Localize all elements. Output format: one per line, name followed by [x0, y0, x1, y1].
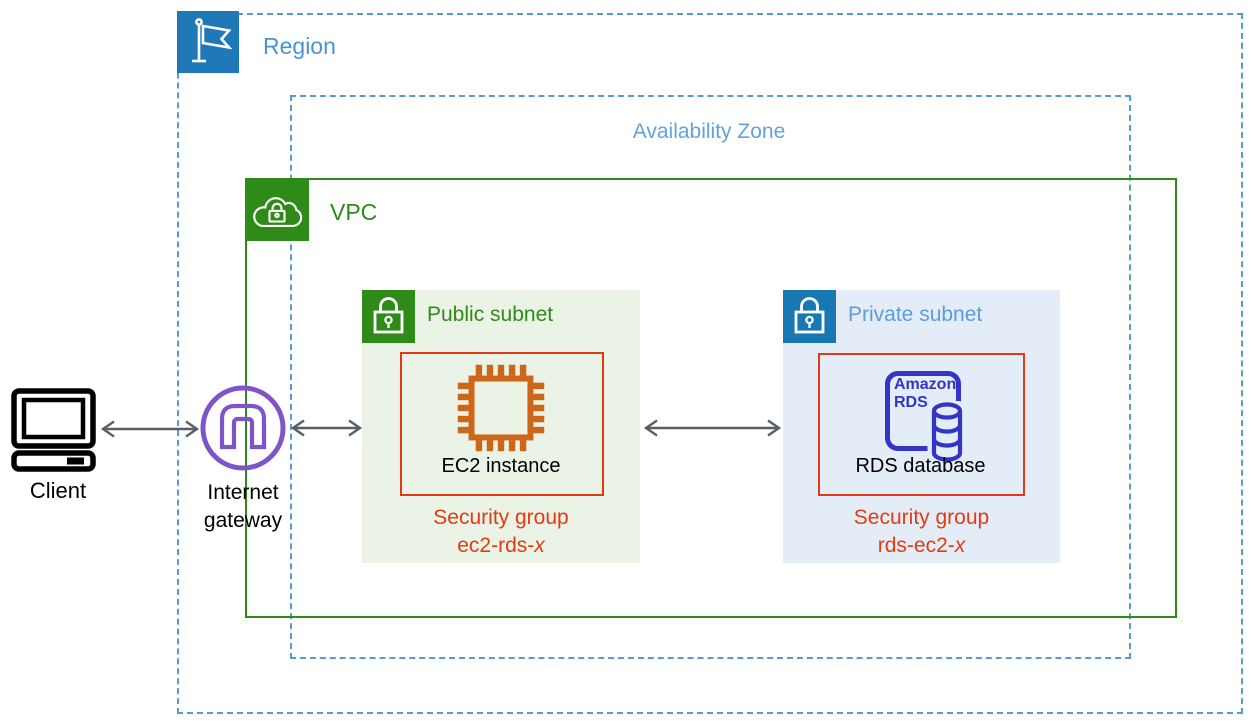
- rds-database-icon: Amazon RDS: [885, 371, 967, 465]
- private-subnet-lock-icon: [783, 290, 836, 343]
- region-label: Region: [263, 33, 336, 59]
- rds-security-group-box: [818, 353, 1025, 496]
- rds-database-label: RDS database: [855, 455, 986, 477]
- vpc-label: VPC: [330, 199, 378, 225]
- igw-public-subnet-arrow: [289, 417, 364, 444]
- availability-zone-boundary: [290, 95, 1131, 659]
- internet-gateway-label: Internet gateway: [203, 481, 283, 532]
- public-subnet-label: Public subnet: [427, 303, 554, 326]
- client-label: Client: [29, 478, 87, 503]
- ec2-rds-arrow: [641, 417, 784, 444]
- region-flag-icon: [177, 11, 239, 73]
- client-igw-arrow: [98, 418, 202, 445]
- ec2-chip-icon: [455, 362, 547, 459]
- ec2-security-group-box: [400, 352, 604, 496]
- rds-security-group-label: Security group rds-ec2-x: [783, 504, 1060, 560]
- security-group-line1: Security group: [853, 506, 990, 529]
- internet-gateway-icon: [200, 385, 286, 471]
- availability-zone-label: Availability Zone: [632, 120, 786, 143]
- private-subnet-label: Private subnet: [848, 303, 983, 326]
- ec2-instance-label: EC2 instance: [441, 455, 561, 477]
- security-group-name: ec2-rds-x: [457, 534, 545, 557]
- database-cylinder-icon: [927, 401, 967, 465]
- ec2-security-group-label: Security group ec2-rds-x: [362, 504, 640, 560]
- region-boundary: [177, 13, 1243, 714]
- security-group-name: rds-ec2-x: [877, 534, 966, 557]
- security-group-line1: Security group: [433, 506, 569, 529]
- public-subnet-lock-icon: [362, 290, 415, 343]
- rds-logo-text: Amazon RDS: [894, 376, 957, 411]
- client-computer-icon: [10, 388, 98, 472]
- vpc-cloud-lock-icon: [245, 178, 309, 241]
- vpc-boundary: [245, 178, 1177, 618]
